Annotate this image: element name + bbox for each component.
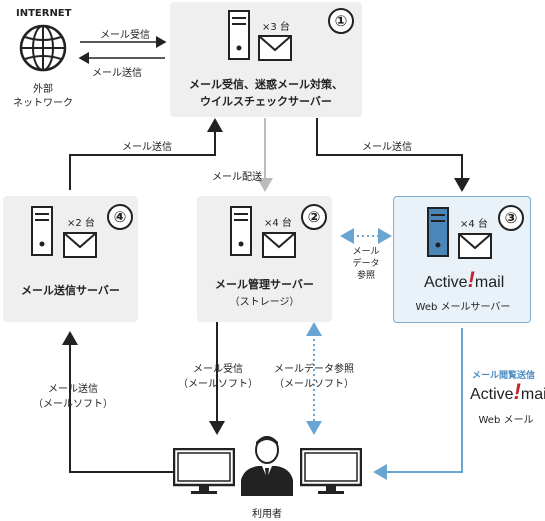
arrow-s3-user <box>373 328 463 480</box>
network-label-1: 外部 <box>33 84 53 95</box>
label-s2-to-user-line1: メール受信 <box>193 364 243 375</box>
server2-count: ×4 台 <box>264 218 292 229</box>
user-icon <box>241 436 293 496</box>
internet-label: INTERNET <box>16 8 72 19</box>
logo-bang: ! <box>467 267 475 292</box>
label-s2-s3-line3: 参照 <box>356 271 375 281</box>
arrow-user-to-s4 <box>62 331 173 473</box>
monitor-icon <box>173 448 235 494</box>
server-icon <box>31 206 53 256</box>
server2-box: ×4 台 ② メール管理サーバー （ストレージ） <box>197 196 332 322</box>
network-label-2: ネットワーク <box>13 98 73 109</box>
mail-icon <box>262 232 296 258</box>
monitor-icon <box>300 448 362 494</box>
label-s2-s3-line2: データ <box>352 259 380 269</box>
server2-subtitle: （ストレージ） <box>229 297 300 308</box>
arrow-s4-to-s1 <box>69 118 223 190</box>
server3-title: Web メールサーバー <box>415 302 511 313</box>
server3-count: ×4 台 <box>460 219 488 230</box>
label-user-to-s4-line1: メール送信 <box>48 384 98 395</box>
server4-title: メール送信サーバー <box>21 284 120 297</box>
server1-number-badge: ① <box>328 8 354 34</box>
mail-icon <box>458 233 492 259</box>
server4-box: ×2 台 ④ メール送信サーバー <box>3 196 138 322</box>
server4-count: ×2 台 <box>67 218 95 229</box>
label-data-ref-line2: （メールソフト） <box>274 379 354 390</box>
web-activemail-logo: Active!mail <box>470 381 545 404</box>
server3-box: ×4 台 ③ Active!mail Web メールサーバー <box>393 196 531 323</box>
label-browse-send: メール閲覧送信 <box>472 371 536 381</box>
logo-text-post: mail <box>474 274 505 291</box>
server1-title-line1: メール受信、迷惑メール対策、 <box>189 78 343 91</box>
server2-title: メール管理サーバー <box>215 278 314 291</box>
activemail-logo: Active!mail <box>424 269 504 292</box>
logo-text-pre: Active <box>424 274 468 291</box>
server3-number-badge: ③ <box>498 205 524 231</box>
label-s1-to-s2: メール配送 <box>212 172 262 183</box>
label-s2-s3-line1: メール <box>352 247 380 257</box>
server1-count: ×3 台 <box>262 22 290 33</box>
label-data-ref-line1: メールデータ参照 <box>274 364 354 375</box>
arrow-s1-to-s3 <box>316 118 470 192</box>
label-s2-to-user-line2: （メールソフト） <box>178 379 258 390</box>
server-icon <box>230 206 252 256</box>
user-label: 利用者 <box>252 509 282 520</box>
server2-number-badge: ② <box>301 204 327 230</box>
receive-arrow-label: メール受信 <box>100 30 150 41</box>
server4-number-badge: ④ <box>107 204 133 230</box>
web-logo-text-pre: Active <box>470 386 514 403</box>
server1-title-line2: ウイルスチェックサーバー <box>200 95 332 108</box>
label-user-to-s4-line2: （メールソフト） <box>33 399 113 410</box>
label-s1-to-s3: メール送信 <box>362 142 412 153</box>
label-s4-to-s1: メール送信 <box>122 142 172 153</box>
web-logo-text-post: mail <box>520 386 545 403</box>
send-arrow-label: メール送信 <box>92 68 142 79</box>
mail-icon <box>63 232 97 258</box>
globe-icon <box>19 24 67 72</box>
mail-icon <box>258 35 292 61</box>
server-icon <box>228 10 250 60</box>
web-logo-bang: ! <box>513 379 521 404</box>
label-web-mail: Web メール <box>478 415 534 426</box>
server-icon <box>427 207 449 257</box>
server1-box: ×3 台 ① メール受信、迷惑メール対策、 ウイルスチェックサーバー <box>170 2 362 117</box>
